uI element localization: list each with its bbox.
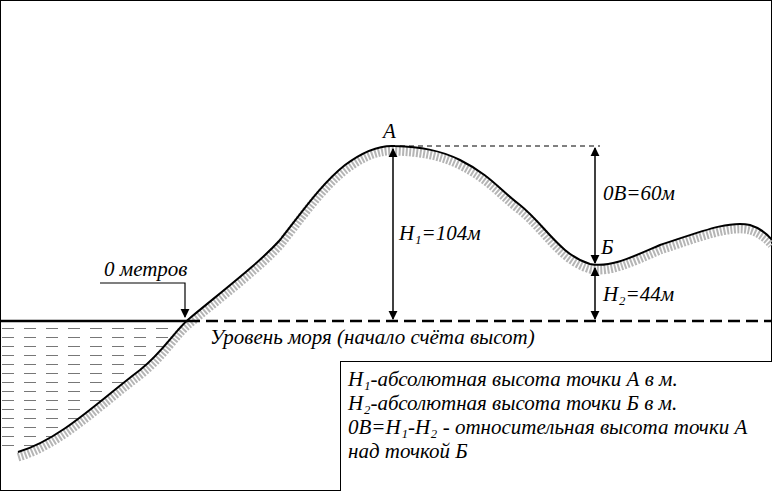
- height-label: H₂=44м: [603, 283, 674, 306]
- relative-height-arrow: [594, 148, 596, 263]
- legend-text: 0В=H₁-H₂ - относительная высота точки А …: [348, 415, 766, 463]
- point-name: Б: [601, 236, 613, 259]
- point-name: А: [383, 120, 396, 143]
- ground-stipple: [18, 151, 772, 457]
- height-label: H₁=104м: [399, 222, 481, 245]
- peak-level-line: [400, 146, 600, 147]
- legend-text: H₁-абсолютная высота точки А в м.: [348, 367, 766, 391]
- height-arrow-h1: [392, 149, 394, 319]
- sea-level-label: Уровень моря (начало счёта высот): [210, 326, 535, 349]
- sea-level-line: [0, 320, 188, 323]
- sea-water: [0, 321, 188, 452]
- legend-text: H₂-абсолютная высота точки Б в м.: [348, 391, 766, 415]
- height-arrow-h2: [594, 268, 596, 319]
- height-label: 0В=60м: [603, 182, 675, 205]
- terrain-profile: [18, 146, 772, 452]
- legend-box: H₁-абсолютная высота точки А в м.H₂-абсо…: [340, 361, 772, 491]
- zero-leader: [100, 283, 185, 317]
- sea-level-dashed: [188, 320, 772, 323]
- zero-label: 0 метров: [104, 258, 187, 281]
